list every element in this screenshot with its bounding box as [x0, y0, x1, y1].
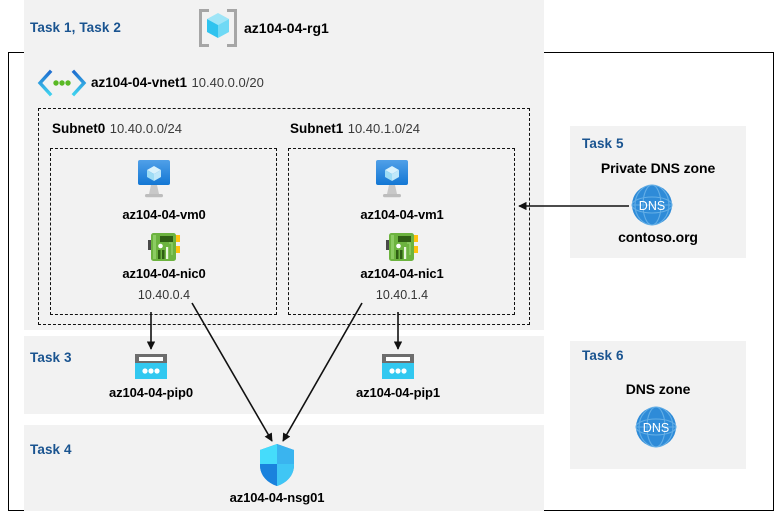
virtual-network-cidr: 10.40.0.0/20 — [191, 75, 264, 90]
vm0-label: az104-04-vm0 — [122, 207, 206, 222]
task-label-6: Task 6 — [582, 348, 624, 363]
task-label-3: Task 3 — [30, 350, 72, 365]
public-dns-heading: DNS zone — [625, 381, 691, 397]
task-label-4: Task 4 — [30, 442, 72, 457]
dns-icon-text: DNS — [639, 199, 665, 213]
subnet0-box — [50, 148, 277, 315]
nic0-ip: 10.40.0.4 — [137, 288, 191, 302]
public-dns-panel — [570, 341, 746, 469]
network-interface-icon — [385, 231, 419, 263]
dns-zone-icon: DNS — [635, 406, 677, 448]
resource-group-icon — [199, 6, 237, 47]
task-label-1-2: Task 1, Task 2 — [30, 20, 121, 35]
resource-group-band — [24, 0, 544, 52]
subnet0-heading: Subnet0 10.40.0.0/24 — [52, 120, 182, 138]
network-interface-icon — [147, 231, 181, 263]
virtual-machine-icon — [369, 158, 415, 200]
nic1-ip: 10.40.1.4 — [375, 288, 429, 302]
subnet1-heading: Subnet1 10.40.1.0/24 — [290, 120, 420, 138]
private-dns-heading: Private DNS zone — [600, 160, 716, 176]
task-label-5: Task 5 — [582, 136, 624, 151]
private-dns-zone-name: contoso.org — [618, 229, 698, 245]
dns-zone-icon: DNS — [631, 184, 673, 226]
subnet0-cidr: 10.40.0.0/24 — [109, 121, 183, 136]
virtual-network-heading: az104-04-vnet1 10.40.0.0/20 — [91, 74, 264, 92]
nsg-label: az104-04-nsg01 — [229, 490, 325, 505]
resource-group-name: az104-04-rg1 — [244, 20, 329, 36]
virtual-network-area — [24, 52, 544, 330]
virtual-network-name: az104-04-vnet1 — [91, 75, 188, 90]
pip1-label: az104-04-pip1 — [356, 385, 440, 400]
nic0-label: az104-04-nic0 — [122, 266, 206, 281]
dns-icon-text: DNS — [643, 421, 669, 435]
vm1-label: az104-04-vm1 — [360, 207, 444, 222]
subnet1-box — [288, 148, 515, 315]
subnet1-cidr: 10.40.1.0/24 — [347, 121, 421, 136]
public-ip-icon — [381, 353, 415, 381]
network-security-group-icon — [258, 443, 296, 487]
pip0-label: az104-04-pip0 — [109, 385, 193, 400]
subnet1-name: Subnet1 — [290, 121, 344, 136]
virtual-machine-icon — [131, 158, 177, 200]
public-ip-icon — [134, 353, 168, 381]
nic1-label: az104-04-nic1 — [360, 266, 444, 281]
virtual-network-icon — [37, 69, 87, 97]
subnet0-name: Subnet0 — [52, 121, 106, 136]
public-ip-band — [24, 336, 544, 414]
